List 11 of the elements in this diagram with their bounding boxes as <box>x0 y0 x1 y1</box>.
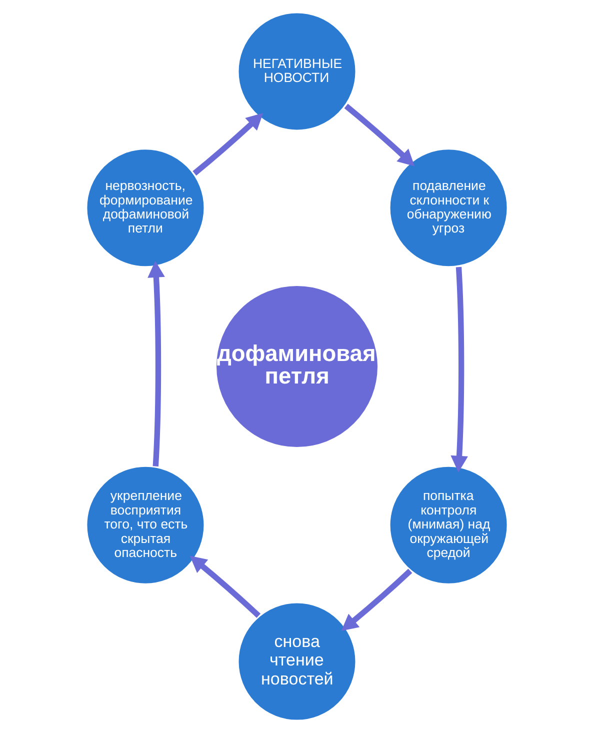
arrow <box>450 266 468 472</box>
node-circle: снова чтение новостей <box>236 600 358 723</box>
node-circle: укрепление восприятия того, что есть скрытая опасность <box>84 464 207 586</box>
arrow <box>341 568 412 631</box>
arrow <box>190 556 261 618</box>
arrow <box>192 113 264 176</box>
node-circle: нервозность, формирование дофаминовой петли <box>84 146 207 269</box>
arrow <box>148 260 165 466</box>
node-circle: дофаминовая петля <box>214 283 380 450</box>
node-circle: попытка контроля (мнимая) над окружающей средой <box>387 464 510 586</box>
arrow <box>344 104 415 166</box>
